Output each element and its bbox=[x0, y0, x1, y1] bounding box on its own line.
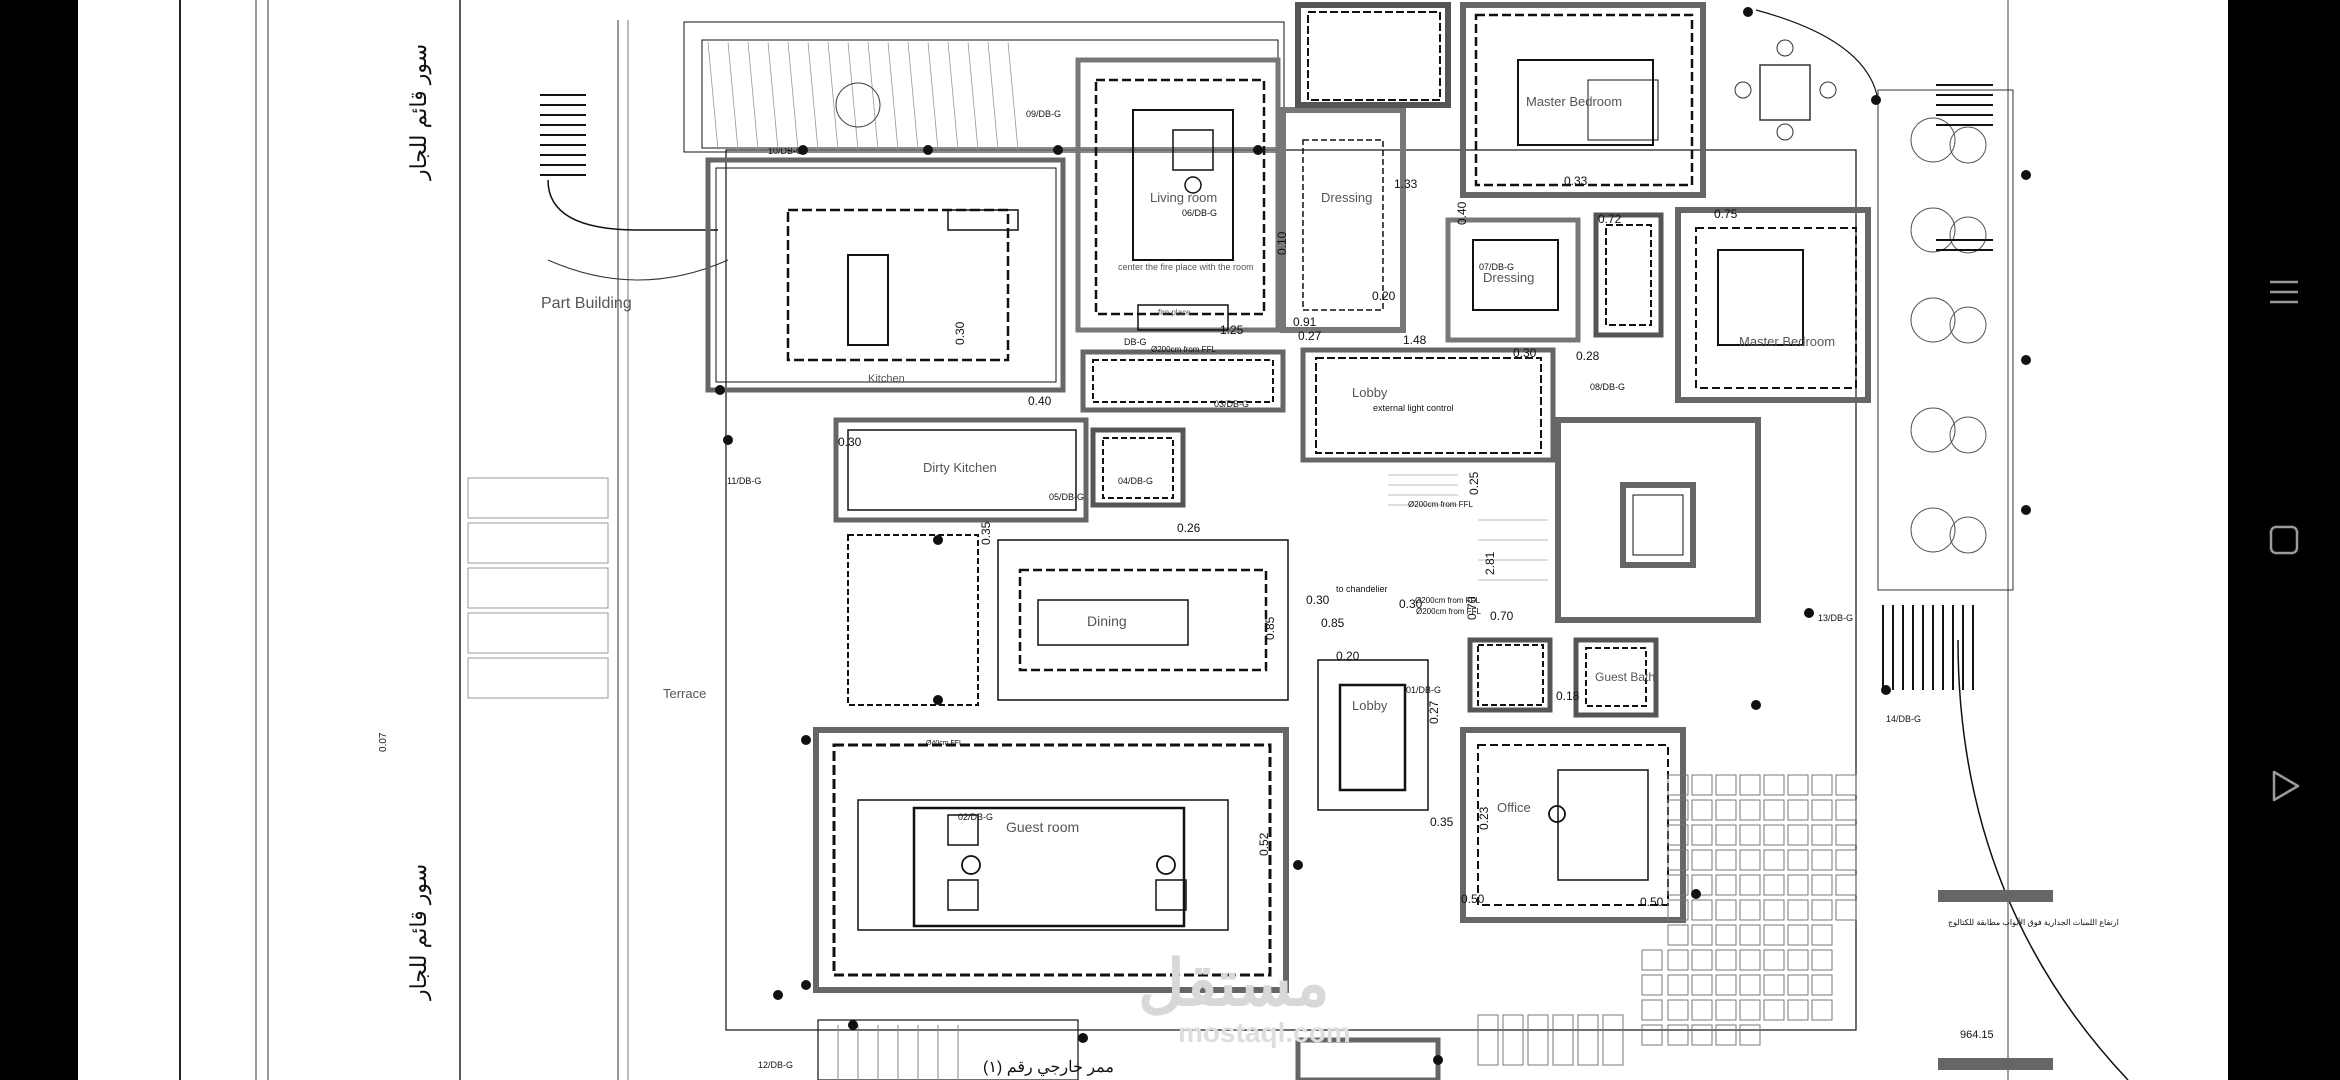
tag-db02: 02/DB-G bbox=[958, 812, 993, 822]
room-master-bedroom-2: Master Bedroom bbox=[1739, 334, 1835, 349]
boundary-wall-label: سور قائم للجار bbox=[406, 44, 432, 181]
dim-text: 0.85 bbox=[1321, 616, 1345, 630]
tag-db09: 09/DB-G bbox=[1026, 109, 1061, 119]
dim-text: 0.91 bbox=[1293, 315, 1317, 329]
dim-text: 0.27 bbox=[1427, 700, 1441, 724]
room-guest-bath: Guest Bath bbox=[1595, 670, 1655, 684]
room-office: Office bbox=[1497, 800, 1531, 815]
dim-text: 0.23 bbox=[1477, 806, 1491, 830]
dim-text: 0.30 bbox=[1306, 593, 1330, 607]
side-dim: 0.07 bbox=[378, 732, 389, 752]
note-h40-1: Ø40cm FFL bbox=[926, 740, 963, 747]
room-master-bedroom-1: Master Bedroom bbox=[1526, 94, 1622, 109]
dim-text: 0.33 bbox=[1564, 174, 1588, 188]
boundary-wall-label-lower: سور قائم للجار bbox=[406, 864, 432, 1001]
tag-db05: 05/DB-G bbox=[1049, 492, 1084, 502]
dim-text: 0.30 bbox=[953, 321, 967, 345]
dim-text: 0.35 bbox=[979, 521, 993, 545]
dim-text: 0.30 bbox=[838, 435, 862, 449]
watermark-arabic: مستقل bbox=[1138, 947, 1330, 1019]
dim-text: 0.18 bbox=[1556, 689, 1580, 703]
tag-db08: 08/DB-G bbox=[1590, 382, 1625, 392]
room-lobby-2: Lobby bbox=[1352, 698, 1388, 713]
room-part-building: Part Building bbox=[541, 295, 632, 312]
room-kitchen: Kitchen bbox=[868, 373, 905, 385]
room-dirty-kitchen: Dirty Kitchen bbox=[923, 460, 997, 475]
dim-text: 0.30 bbox=[1399, 597, 1423, 611]
dim-text: 0.70 bbox=[1490, 609, 1514, 623]
dim-text: 0.25 bbox=[1467, 471, 1481, 495]
watermark-english: mostaql.com bbox=[1178, 1017, 1351, 1048]
dim-text: 0.20 bbox=[1336, 649, 1360, 663]
dim-text: 0.28 bbox=[1576, 349, 1600, 363]
tag-db12: 12/DB-G bbox=[758, 1060, 793, 1070]
exterior-corridor-label: ممر خارجي رقم (١) bbox=[983, 1059, 1114, 1076]
tag-db11: 11/DB-G bbox=[727, 476, 761, 486]
tag-db10: 10/DB-G bbox=[768, 146, 803, 156]
note-h200-3: Ø200cm from FFL bbox=[1415, 596, 1480, 605]
dim-text: 0.72 bbox=[1598, 212, 1622, 226]
dim-text: 0.30 bbox=[1513, 346, 1537, 360]
dim-text: 2.81 bbox=[1483, 551, 1497, 575]
room-dining: Dining bbox=[1087, 613, 1127, 629]
dim-text: 0.40 bbox=[1455, 201, 1469, 225]
dim-text: 0.70 bbox=[1465, 596, 1479, 620]
back-button[interactable] bbox=[2250, 752, 2318, 820]
square-icon bbox=[2269, 525, 2299, 555]
height-note-arabic: ارتفاع اللمبات الجدارية فوق الأبواب مطاب… bbox=[1948, 917, 2119, 927]
dim-text: 0.40 bbox=[1028, 394, 1052, 408]
dim-text: 0.50 bbox=[1640, 895, 1664, 909]
floor-plan-drawing: سور قائم للجار سور قائم للجار 0.07 Part … bbox=[179, 0, 2129, 1080]
dim-text: 1.25 bbox=[1220, 323, 1244, 337]
dim-text: 0.27 bbox=[1298, 329, 1322, 343]
lobby-note: external light control bbox=[1373, 403, 1454, 413]
room-lobby-1: Lobby bbox=[1352, 385, 1388, 400]
note-chandelier: to chandelier bbox=[1336, 584, 1388, 594]
dim-text: 0.75 bbox=[1714, 207, 1738, 221]
dim-text: 1.33 bbox=[1394, 177, 1418, 191]
room-guest: Guest room bbox=[1006, 819, 1079, 835]
tag-db14: 14/DB-G bbox=[1886, 714, 1921, 724]
room-living: Living room bbox=[1150, 190, 1217, 205]
tag-db06: 06/DB-G bbox=[1182, 208, 1217, 218]
menu-icon bbox=[2270, 280, 2298, 304]
dim-text: 0.20 bbox=[1372, 289, 1396, 303]
dim-text: 0.52 bbox=[1257, 832, 1271, 856]
note-h200-1: Ø200cm from FFL bbox=[1151, 345, 1216, 354]
tag-db-g: DB-G bbox=[1124, 337, 1147, 347]
home-button[interactable] bbox=[2250, 506, 2318, 574]
floor-plan-sheet[interactable]: سور قائم للجار سور قائم للجار 0.07 Part … bbox=[78, 0, 2228, 1080]
tag-db13: 13/DB-G bbox=[1818, 613, 1853, 623]
dim-text: 0.10 bbox=[1275, 231, 1289, 255]
room-dressing-2: Dressing bbox=[1483, 270, 1534, 285]
note-h200-2: Ø200cm from FFL bbox=[1408, 500, 1473, 509]
tag-db03: 03/DB-G bbox=[1214, 399, 1249, 409]
dim-text: 0.50 bbox=[1461, 892, 1485, 906]
note-h200-4: Ø200cm from FFL bbox=[1416, 607, 1481, 616]
tag-db07: 07/DB-G bbox=[1479, 262, 1514, 272]
play-icon bbox=[2272, 770, 2300, 802]
menu-button[interactable] bbox=[2250, 258, 2318, 326]
tag-db01: 01/DB-G bbox=[1406, 685, 1441, 695]
system-nav-bar bbox=[2228, 0, 2340, 1080]
dim-text: 1.48 bbox=[1403, 333, 1427, 347]
fireplace-note: fire place bbox=[1158, 308, 1191, 317]
level-value: 964.15 bbox=[1960, 1029, 1994, 1041]
living-note: center the fire place with the room bbox=[1118, 262, 1254, 272]
room-dressing-1: Dressing bbox=[1321, 190, 1372, 205]
room-terrace: Terrace bbox=[663, 686, 706, 701]
dim-text: 0.35 bbox=[1430, 815, 1454, 829]
dim-text: 0.26 bbox=[1177, 521, 1201, 535]
dim-text: 0.85 bbox=[1263, 616, 1277, 640]
tag-db04: 04/DB-G bbox=[1118, 476, 1153, 486]
